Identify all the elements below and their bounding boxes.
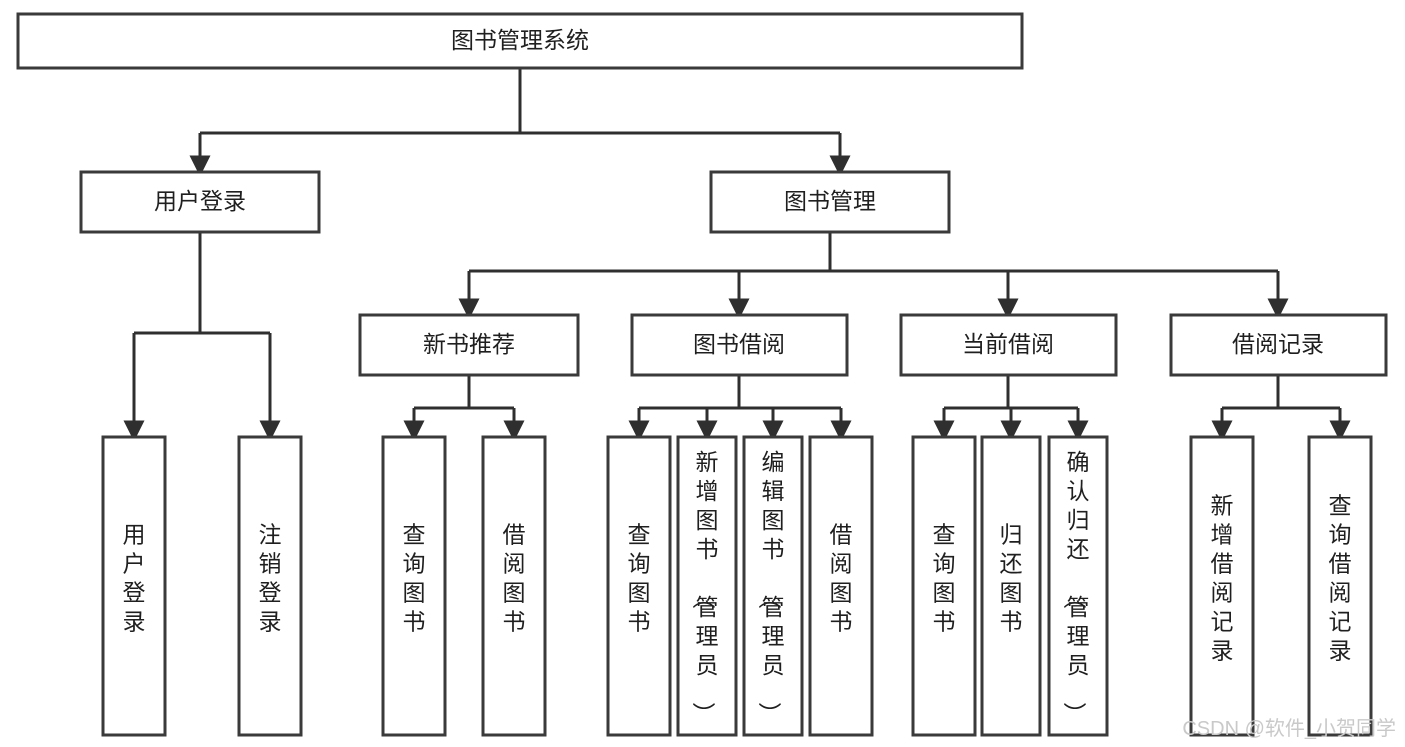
leaf-current-3-label: 确认归还（管理员） [1062,449,1090,725]
leaf-current-2[interactable]: 归还图书 [980,435,1042,737]
leaf-borrow-3-label: 编辑图书（管理员） [757,449,785,725]
node-new-book-recommend-label: 新书推荐 [423,331,515,357]
leaf-current-2-label: 归还图书 [1000,522,1023,635]
leaf-borrow-1-label: 查询图书 [628,522,651,635]
leaf-new-book-2[interactable]: 借阅图书 [481,435,547,737]
leaf-borrow-2[interactable]: 新增图书（管理员） [676,435,738,737]
watermark-text: CSDN @软件_小贺同学 [1182,717,1396,740]
node-user-login-label: 用户登录 [154,188,246,214]
node-new-book-recommend[interactable]: 新书推荐 [358,313,580,377]
connector-layer [123,68,1351,442]
leaf-current-1-label: 查询图书 [933,522,956,635]
node-book-borrow[interactable]: 图书借阅 [630,313,849,377]
leaf-records-2[interactable]: 查询借阅记录 [1307,435,1373,737]
leaf-borrow-4-label: 借阅图书 [830,522,853,635]
leaf-new-book-2-label: 借阅图书 [503,522,526,635]
leaf-new-book-1-label: 查询图书 [403,522,426,635]
leaf-current-3[interactable]: 确认归还（管理员） [1047,435,1109,737]
node-book-borrow-label: 图书借阅 [693,331,785,357]
node-root-label: 图书管理系统 [451,27,589,53]
leaf-records-1[interactable]: 新增借阅记录 [1189,435,1255,737]
leaf-borrow-4[interactable]: 借阅图书 [808,435,874,737]
leaf-current-1[interactable]: 查询图书 [911,435,977,737]
leaf-new-book-1[interactable]: 查询图书 [381,435,447,737]
leaf-records-2-label: 查询借阅记录 [1329,493,1352,664]
leaf-borrow-2-label: 新增图书（管理员） [691,449,719,725]
node-borrow-records[interactable]: 借阅记录 [1169,313,1388,377]
node-root[interactable]: 图书管理系统 [16,12,1024,70]
node-borrow-records-label: 借阅记录 [1232,331,1324,357]
node-current-borrow-label: 当前借阅 [962,331,1054,357]
node-current-borrow[interactable]: 当前借阅 [899,313,1118,377]
leaf-borrow-1[interactable]: 查询图书 [606,435,672,737]
leaf-records-1-label: 新增借阅记录 [1211,493,1234,664]
leaf-borrow-3[interactable]: 编辑图书（管理员） [742,435,804,737]
leaf-user-login-1[interactable]: 用户登录 [101,435,167,737]
leaf-user-login-2-label: 注销登录 [259,522,282,635]
node-user-login[interactable]: 用户登录 [79,170,321,234]
leaf-user-login-1-label: 用户登录 [123,522,146,635]
node-book-manage-label: 图书管理 [784,188,876,214]
node-book-manage[interactable]: 图书管理 [709,170,951,234]
leaf-user-login-2[interactable]: 注销登录 [237,435,303,737]
